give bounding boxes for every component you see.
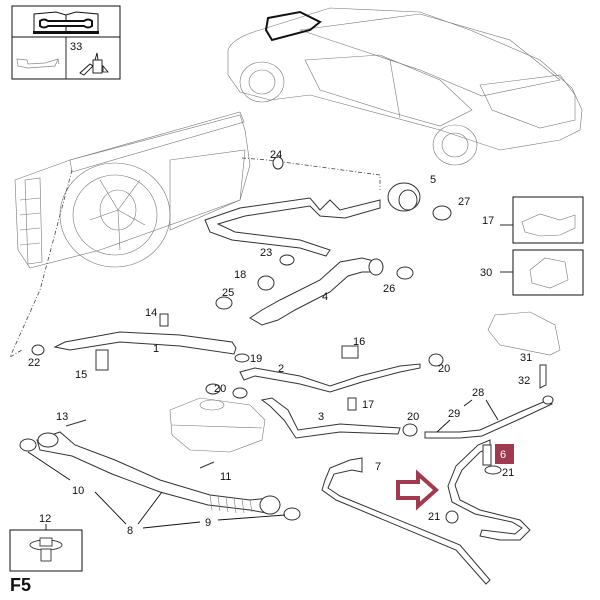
part-label-14[interactable]: 14	[145, 307, 157, 319]
clamp-27	[432, 205, 452, 221]
clamp-23	[279, 254, 295, 266]
clamp-24	[272, 156, 284, 170]
part-box-30	[512, 249, 584, 296]
part-label-8[interactable]: 8	[127, 525, 133, 537]
clamp-21-upper	[484, 465, 502, 475]
part-label-10[interactable]: 10	[72, 485, 84, 497]
hose-2	[239, 363, 421, 393]
bolt-11	[199, 461, 215, 469]
expansion-tank	[169, 397, 266, 453]
thermostat-housing	[487, 311, 561, 356]
part-label-6[interactable]: 6	[500, 449, 506, 461]
clamp-20-right	[428, 353, 444, 367]
clip-14	[159, 313, 169, 327]
pipe-28	[424, 399, 553, 439]
part-label-30[interactable]: 30	[480, 267, 492, 279]
highlight-arrow-icon	[396, 469, 440, 511]
radiator-fan-assembly	[14, 111, 251, 269]
hose-4	[249, 257, 384, 326]
hose-6	[447, 439, 531, 541]
sheet-code: F5	[10, 575, 32, 595]
clamp-21-lower	[445, 510, 459, 524]
part-label-20-right[interactable]: 20	[438, 363, 450, 375]
part-label-3[interactable]: 3	[318, 411, 324, 423]
repair-manual-wrench-icon	[33, 11, 99, 34]
clip-17	[347, 397, 357, 411]
hose-32	[539, 364, 547, 389]
hose-3	[260, 397, 401, 439]
part-label-28[interactable]: 28	[472, 387, 484, 399]
exhaust-pipe-8	[19, 431, 301, 521]
legend-label-33: 33	[70, 41, 82, 53]
part-label-26[interactable]: 26	[383, 283, 395, 295]
part-label-11[interactable]: 11	[220, 471, 231, 483]
part-label-17[interactable]: 17	[362, 399, 374, 411]
clamp-18	[257, 275, 275, 291]
bracket-16	[341, 345, 359, 359]
clamp-20-left	[232, 387, 248, 399]
hose-7	[321, 457, 491, 585]
part-label-9[interactable]: 9	[205, 517, 211, 529]
part-label-2[interactable]: 2	[278, 363, 284, 375]
part-label-29[interactable]: 29	[448, 408, 460, 420]
part-label-22[interactable]: 22	[28, 357, 40, 369]
part-box-17	[512, 196, 584, 244]
radiator-dashed-leader	[9, 169, 73, 358]
part-label-18[interactable]: 18	[234, 269, 246, 281]
part-label-17-box[interactable]: 17	[482, 215, 494, 227]
clamp-25	[215, 296, 233, 310]
part-label-31[interactable]: 31	[520, 352, 532, 364]
part-label-20-lower[interactable]: 20	[407, 411, 419, 423]
part-label-13[interactable]: 13	[56, 411, 68, 423]
part-label-19[interactable]: 19	[250, 353, 262, 365]
clamp-19	[234, 353, 250, 363]
hose-5	[204, 182, 421, 257]
bracket-15	[95, 349, 109, 371]
part-label-21-upper[interactable]: 21	[502, 467, 514, 479]
part-label-20-left[interactable]: 20	[214, 383, 226, 395]
part-label-25[interactable]: 25	[222, 287, 234, 299]
sealant-tube-icon	[79, 52, 109, 76]
hose-1	[53, 331, 237, 355]
part-label-7[interactable]: 7	[375, 461, 381, 473]
part-label-5[interactable]: 5	[430, 174, 436, 186]
highlight-box-6	[495, 444, 514, 464]
part-label-27[interactable]: 27	[458, 196, 470, 208]
part-label-32[interactable]: 32	[518, 375, 530, 387]
part-label-16[interactable]: 16	[353, 336, 365, 348]
clamp-26	[396, 266, 414, 280]
legend-box: 33	[11, 5, 121, 80]
part-label-4[interactable]: 4	[322, 291, 328, 303]
clamp-20-tank	[205, 383, 221, 395]
part-label-24[interactable]: 24	[270, 149, 282, 161]
part-label-21-lower[interactable]: 21	[428, 511, 440, 523]
part-label-1[interactable]: 1	[153, 343, 159, 355]
clamp-22	[31, 344, 45, 356]
part-label-12[interactable]: 12	[39, 513, 51, 525]
clamp-20-lower	[402, 423, 418, 437]
hose-5-dashed-leader	[241, 157, 381, 190]
oil-can-icon	[16, 58, 60, 69]
part-label-15[interactable]: 15	[75, 369, 87, 381]
part-label-23[interactable]: 23	[260, 247, 272, 259]
car-illustration	[227, 7, 583, 166]
bolt-13	[65, 419, 87, 427]
